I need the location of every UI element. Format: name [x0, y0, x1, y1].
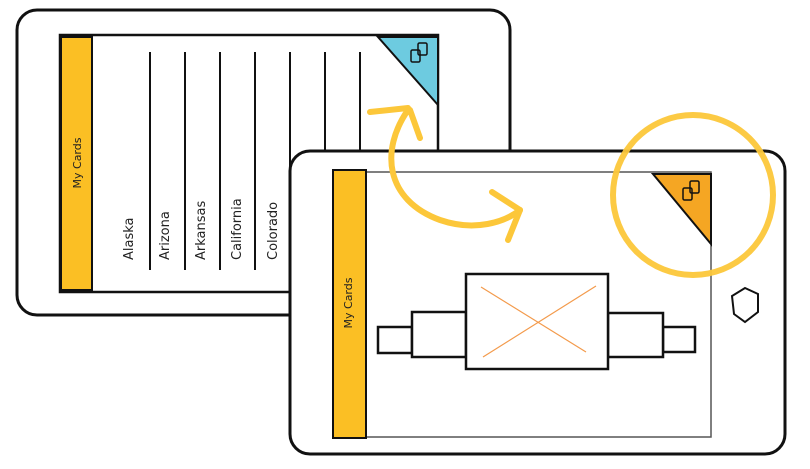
list-item-arkansas[interactable]: Arkansas	[194, 201, 209, 260]
list-item-california[interactable]: California	[230, 198, 245, 260]
list-item-arizona[interactable]: Arizona	[158, 211, 173, 260]
front-sidebar[interactable]	[332, 169, 367, 439]
switch-view-icon	[682, 180, 700, 201]
list-item-alaska[interactable]: Alaska	[122, 217, 137, 260]
carousel-card-far-left[interactable]	[376, 325, 414, 355]
back-corner-switch-button[interactable]	[375, 36, 439, 108]
carousel-card-far-right[interactable]	[661, 325, 697, 354]
home-button-icon[interactable]	[730, 286, 759, 324]
image-placeholder-icon	[480, 285, 597, 358]
carousel-card-right[interactable]	[606, 311, 665, 359]
transition-arrow-icon	[367, 105, 523, 243]
highlight-circle	[610, 112, 776, 278]
front-tablet: My Cards	[288, 149, 787, 456]
front-corner-switch-button[interactable]	[650, 173, 712, 247]
back-sidebar[interactable]	[60, 36, 93, 291]
carousel-card-left[interactable]	[410, 310, 468, 359]
list-item-colorado[interactable]: Colorado	[266, 202, 281, 260]
switch-view-icon	[410, 42, 428, 63]
back-sidebar-label: My Cards	[71, 137, 84, 188]
front-sidebar-label: My Cards	[342, 277, 355, 328]
